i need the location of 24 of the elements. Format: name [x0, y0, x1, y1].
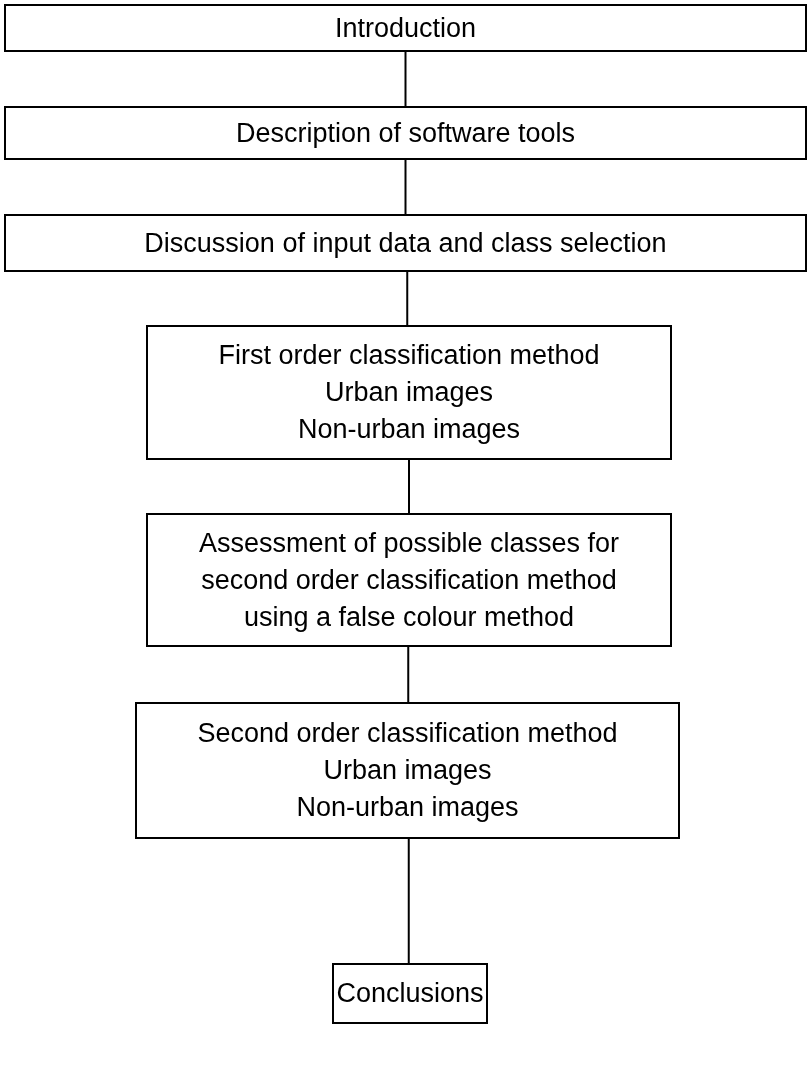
box-text: Description of software tools — [235, 116, 576, 150]
connector-line — [404, 51, 407, 107]
connector-line — [406, 271, 409, 326]
process-box — [332, 963, 488, 1024]
process-box — [4, 214, 807, 272]
box-text: Conclusions — [336, 977, 484, 1010]
connector-line — [407, 646, 410, 703]
box-text: Discussion of input data and class selection — [144, 226, 667, 260]
box-text: Non-urban images — [297, 413, 521, 446]
process-box — [146, 513, 672, 647]
process-box — [4, 106, 807, 160]
box-text: First order classification method — [218, 339, 600, 372]
box-text: Urban images — [324, 376, 494, 409]
box-text: Introduction — [334, 11, 477, 45]
box-text: Second order classification method — [197, 717, 618, 750]
process-box — [4, 4, 807, 52]
box-text: Urban images — [323, 754, 492, 787]
process-box — [146, 325, 672, 460]
connector-line — [407, 838, 410, 964]
box-text: Non-urban images — [296, 791, 519, 824]
connector-line — [408, 459, 410, 514]
box-text: Assessment of possible classes for second order classification method using a false colour method — [197, 526, 621, 634]
connector-line — [404, 159, 407, 215]
process-box — [135, 702, 680, 839]
